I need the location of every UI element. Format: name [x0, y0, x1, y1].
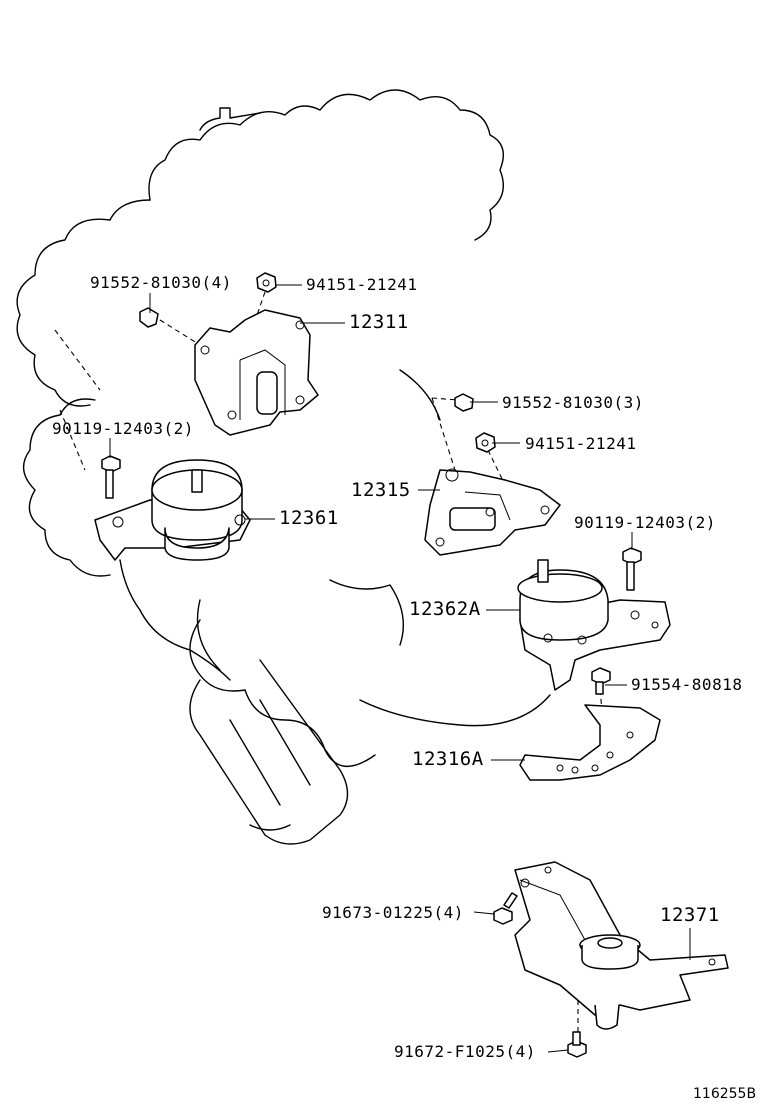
leader-lines: [109, 284, 691, 1053]
bolt-90119-right: [622, 547, 642, 591]
callout-90119-12403-left: 90119-12403(2): [52, 419, 194, 438]
callout-12316A: 12316A: [412, 748, 484, 770]
bolt-91552-top: [139, 307, 159, 328]
callout-12311: 12311: [349, 311, 409, 333]
nut-94151-right: [475, 432, 496, 453]
mount-12371: [514, 861, 729, 1030]
callout-91552-81030-top: 91552-81030(4): [90, 273, 232, 292]
callout-94151-21241-top: 94151-21241: [306, 275, 418, 294]
engine-outline: [16, 89, 551, 845]
bolt-91673: [493, 892, 518, 925]
nut-94151-top: [256, 272, 277, 293]
callout-90119-12403-right: 90119-12403(2): [574, 513, 716, 532]
callout-94151-21241-right: 94151-21241: [525, 434, 637, 453]
bolt-91554: [591, 667, 611, 695]
bolt-90119-left: [101, 455, 121, 499]
callout-91673-01225: 91673-01225(4): [322, 903, 464, 922]
bracket-12311: [194, 309, 319, 436]
callout-12315: 12315: [351, 479, 411, 501]
callout-12362A: 12362A: [409, 598, 481, 620]
bolt-91672: [567, 1031, 587, 1058]
bracket-12316A: [519, 704, 661, 781]
callout-12371: 12371: [660, 904, 720, 926]
mount-12361: [94, 459, 251, 561]
callout-91672-F1025: 91672-F1025(4): [394, 1042, 536, 1061]
reference-number: 116255B: [693, 1086, 757, 1102]
bolt-91552-right: [454, 393, 474, 412]
mount-12362A: [517, 559, 671, 691]
callout-91552-81030-right: 91552-81030(3): [502, 393, 644, 412]
callout-91554-80818: 91554-80818: [631, 675, 743, 694]
bracket-12315: [424, 468, 561, 556]
callout-12361: 12361: [279, 507, 339, 529]
